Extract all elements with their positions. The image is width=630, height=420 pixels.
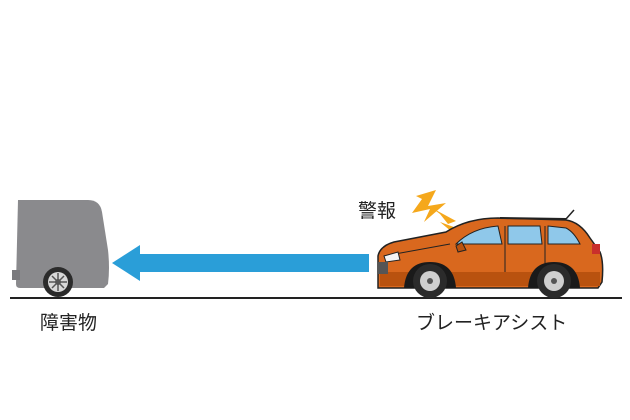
brake-assist-label: ブレーキアシスト: [416, 312, 568, 334]
obstacle-wheel: [43, 267, 73, 297]
warning-label: 警報: [358, 200, 397, 222]
lightning-bolt-icon: [412, 190, 462, 232]
detection-arrow: [112, 245, 369, 281]
car-front-wheel: [413, 264, 447, 298]
obstacle-vehicle: [12, 200, 109, 297]
obstacle-label: 障害物: [40, 312, 98, 334]
own-car: [377, 209, 604, 298]
car-rear-wheel: [537, 264, 571, 298]
